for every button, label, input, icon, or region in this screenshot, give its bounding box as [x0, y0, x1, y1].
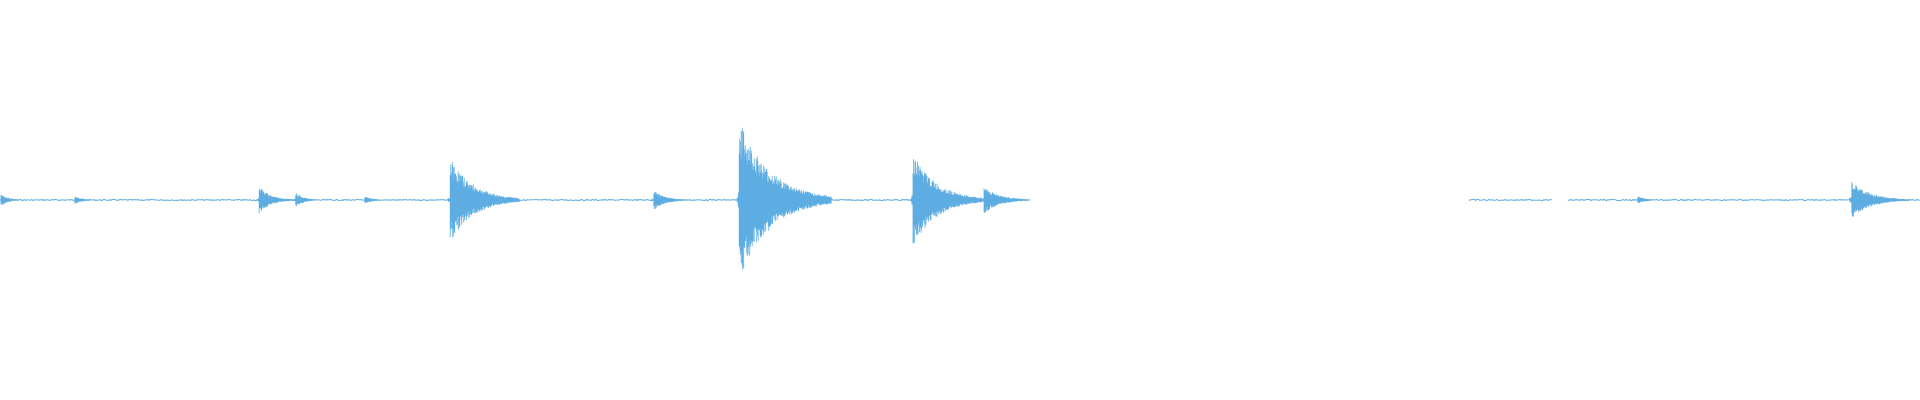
transient-layer — [0, 127, 1910, 270]
waveform-transient-3 — [256, 188, 295, 214]
waveform-transient-8 — [651, 192, 687, 210]
waveform-transient-14 — [1635, 196, 1653, 204]
waveform-transient-15 — [1849, 182, 1910, 217]
waveform-transient-5 — [362, 196, 380, 204]
waveform-transient-7 — [484, 196, 502, 204]
waveform-transient-13 — [981, 188, 1031, 213]
waveform-transient-6 — [447, 162, 520, 238]
waveform-transient-1 — [0, 194, 19, 205]
waveform-transient-4 — [293, 193, 316, 206]
waveform-transient-12 — [910, 159, 983, 244]
waveform-transient-11 — [780, 194, 801, 205]
waveform-transient-2 — [72, 196, 90, 204]
